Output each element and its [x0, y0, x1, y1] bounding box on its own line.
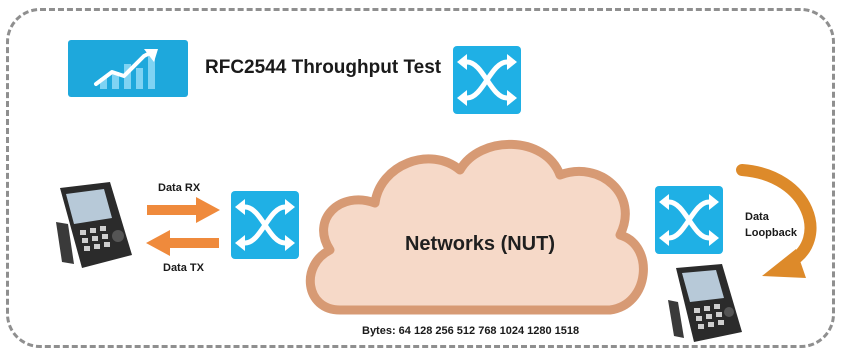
cloud-label: Networks (NUT) [404, 233, 555, 255]
data-tx-label: Data TX [163, 262, 204, 274]
diagram-frame [6, 8, 835, 348]
loopback-label-line1: Data [745, 211, 769, 223]
loopback-label-line2: Loopback [745, 227, 797, 239]
frame-sizes-text: Bytes: 64 128 256 512 768 1024 1280 1518 [362, 325, 580, 337]
diagram-title: RFC2544 Throughput Test [205, 57, 442, 78]
network-switch-icon [453, 46, 521, 114]
network-switch-icon [655, 186, 723, 254]
network-cloud [305, 139, 648, 315]
network-switch-icon [231, 191, 299, 259]
chart-icon [68, 40, 188, 97]
data-rx-label: Data RX [158, 182, 201, 194]
